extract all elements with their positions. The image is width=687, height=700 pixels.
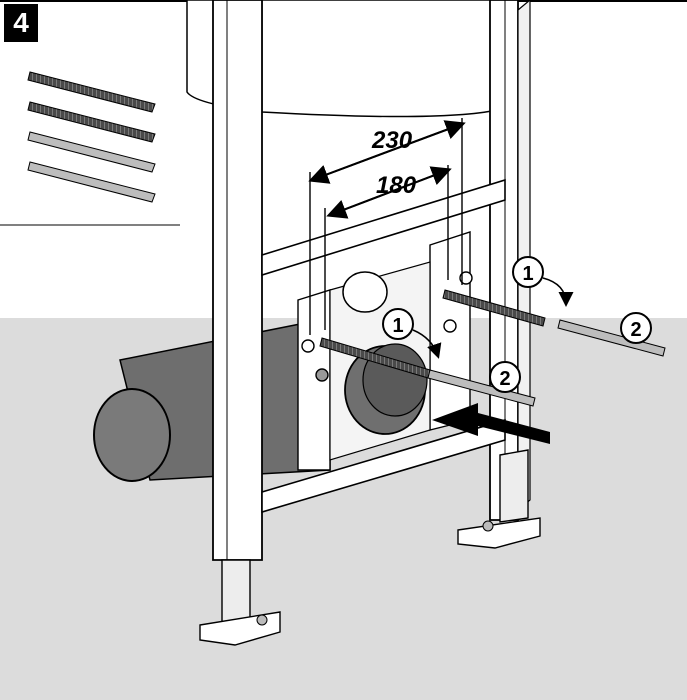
svg-text:1: 1 [392,315,403,337]
insertion-arrow [432,403,550,444]
callout-1-center: 1 [382,308,442,359]
legend-smooth-rod-2 [27,161,156,203]
lower-cross-beam [261,418,506,514]
callout-2-center: 2 [489,361,521,393]
bolt-holes [301,271,473,382]
svg-text:2: 2 [630,319,641,341]
dimension-230-label: 230 [371,127,413,154]
dimension-inner [324,165,452,330]
step-number-badge: 4 [4,4,38,42]
right-foot [457,449,541,549]
dimension-outer [308,118,466,335]
dimension-180-label: 180 [376,172,417,199]
left-frame-post [212,0,263,561]
callout-2-right: 2 [620,312,652,344]
cistern-panel [186,0,498,118]
threaded-rod-right [442,289,546,327]
legend-smooth-rod-1 [27,131,156,173]
legend-threaded-rod-2 [27,101,156,143]
svg-text:2: 2 [499,368,510,390]
left-foot [199,559,281,646]
svg-text:1: 1 [522,263,533,285]
upper-cross-beam [261,178,506,277]
legend-threaded-rod-1 [27,71,156,113]
callout-1-right: 1 [512,256,574,307]
